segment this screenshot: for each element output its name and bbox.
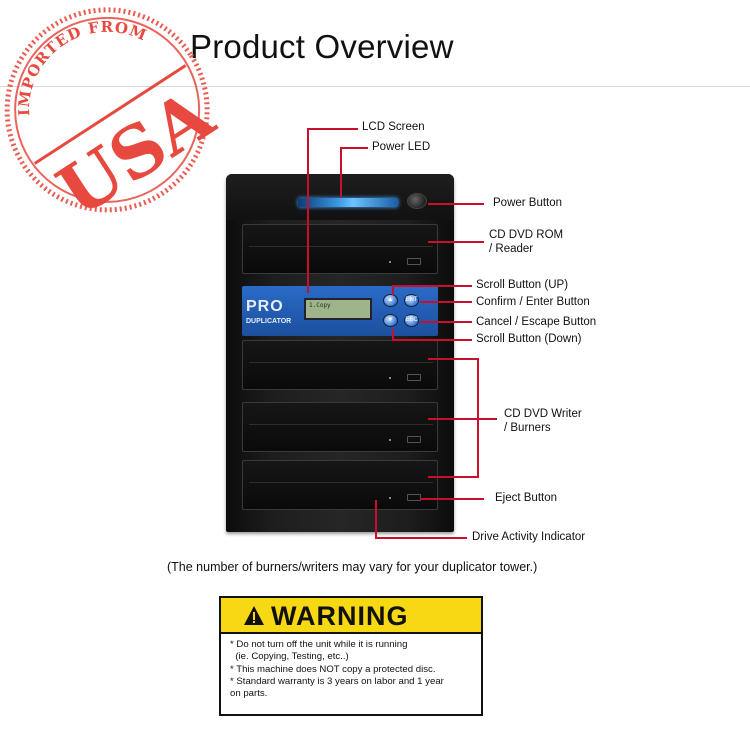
drive-tray — [249, 235, 433, 247]
warning-heading: WARNING — [271, 601, 409, 631]
callout-line — [375, 537, 467, 539]
warning-line: * Do not turn off the unit while it is r… — [230, 639, 408, 650]
drive-tray — [249, 471, 433, 483]
warning-header: WARNING — [221, 598, 481, 634]
drive-tray — [249, 413, 433, 425]
lcd-text: 1.Copy — [309, 302, 331, 309]
label-writer-line1: CD DVD Writer — [504, 408, 582, 420]
label-cd-rom-line1: CD DVD ROM — [489, 229, 564, 241]
power-button[interactable] — [407, 193, 427, 209]
reader-drive — [242, 224, 438, 274]
enter-button[interactable]: ENT — [404, 294, 419, 307]
callout-line — [477, 418, 497, 420]
callout-line — [392, 285, 394, 295]
title-divider — [0, 86, 750, 87]
label-confirm: Confirm / Enter Button — [476, 296, 590, 308]
burner-note: (The number of burners/writers may vary … — [167, 560, 538, 574]
imported-from-usa-stamp: IMPORTED FROM USA — [0, 0, 229, 233]
label-cd-rom-line2: / Reader — [489, 243, 534, 255]
callout-line — [375, 500, 377, 538]
page-title: Product Overview — [190, 28, 454, 65]
callout-line — [307, 128, 358, 130]
burner-drive-1 — [242, 340, 438, 390]
eject-button[interactable] — [407, 374, 421, 381]
eject-button[interactable] — [407, 494, 421, 501]
callout-line — [428, 476, 478, 478]
callout-line — [428, 241, 484, 243]
callout-line — [340, 147, 342, 197]
drive-tray — [249, 351, 433, 363]
label-lcd-screen: LCD Screen — [362, 121, 425, 133]
escape-button[interactable]: ESC — [404, 314, 419, 327]
activity-indicator — [389, 261, 391, 263]
burner-drive-3 — [242, 460, 438, 510]
control-panel: PRO DUPLICATOR 1.Copy ▲ ENT ▼ ESC — [242, 286, 438, 336]
activity-indicator — [389, 497, 391, 499]
label-scroll-up: Scroll Button (UP) — [476, 279, 569, 291]
duplicator-tower: PRO DUPLICATOR 1.Copy ▲ ENT ▼ ESC — [226, 174, 454, 532]
warning-triangle-icon — [244, 606, 264, 625]
activity-indicator — [389, 439, 391, 441]
brand-sub: DUPLICATOR — [246, 318, 292, 325]
callout-line — [428, 418, 478, 420]
label-scroll-down: Scroll Button (Down) — [476, 333, 582, 345]
warning-box: WARNING * Do not turn off the unit while… — [219, 596, 483, 716]
activity-indicator — [389, 377, 391, 379]
warning-line: * Standard warranty is 3 years on labor … — [230, 675, 444, 687]
callout-line — [307, 128, 309, 293]
callout-line — [392, 285, 472, 287]
warning-body: * Do not turn off the unit while it is r… — [230, 639, 480, 700]
callout-line — [420, 498, 484, 500]
callout-line — [428, 358, 478, 360]
callout-line — [420, 301, 472, 303]
label-power-led: Power LED — [372, 141, 431, 153]
label-eject: Eject Button — [495, 492, 558, 504]
warning-line: (ie. Copying, Testing, etc..) — [230, 651, 349, 663]
callout-line — [392, 329, 394, 340]
lcd-screen: 1.Copy — [304, 298, 372, 320]
brand-logo: PRO — [246, 298, 284, 315]
label-activity: Drive Activity Indicator — [472, 531, 586, 543]
label-power-button: Power Button — [493, 197, 563, 209]
scroll-up-button[interactable]: ▲ — [383, 294, 398, 307]
warning-line: * This machine does NOT copy a protected… — [230, 663, 436, 675]
eject-button[interactable] — [407, 258, 421, 265]
callout-line — [392, 339, 472, 341]
callout-line — [420, 321, 472, 323]
scroll-down-button[interactable]: ▼ — [383, 314, 398, 327]
label-writer-line2: / Burners — [504, 422, 551, 434]
burner-drive-2 — [242, 402, 438, 452]
warning-line: on parts. — [230, 688, 268, 700]
callout-line — [340, 147, 368, 149]
label-cancel: Cancel / Escape Button — [476, 316, 597, 328]
eject-button[interactable] — [407, 436, 421, 443]
power-led — [298, 198, 398, 207]
callout-line — [428, 203, 484, 205]
